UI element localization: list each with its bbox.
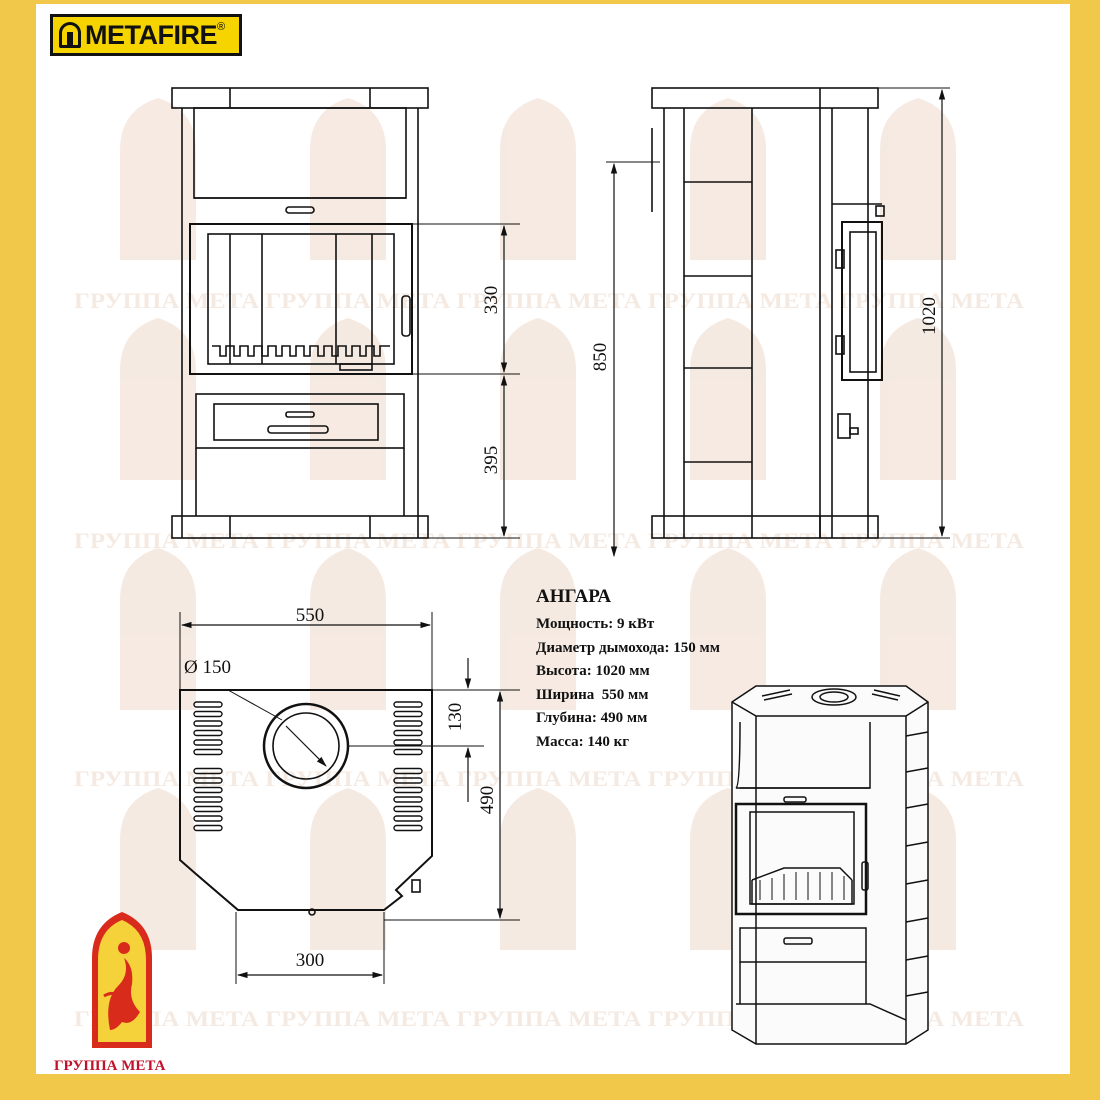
vent-slot <box>193 824 223 832</box>
vent-slot <box>393 720 423 727</box>
dim-front-width: 300 <box>296 950 325 971</box>
vent-slot <box>193 729 223 737</box>
vent-slot <box>193 739 223 746</box>
vent-slot <box>393 748 423 756</box>
watermark-arch <box>690 318 766 480</box>
watermark-arch <box>120 98 196 260</box>
dim-base-height: 395 <box>481 446 502 475</box>
watermark-arch <box>690 548 766 710</box>
watermark-arch <box>120 548 196 710</box>
watermark-text: ГРУППА МЕТА ГРУППА МЕТА ГРУППА МЕТА ГРУП… <box>74 528 1024 553</box>
vent-slot <box>193 796 223 803</box>
watermark-arch <box>880 98 956 260</box>
vent-slot <box>193 786 223 794</box>
dim-width: 550 <box>296 605 325 626</box>
front-view <box>171 87 520 539</box>
metafire-logo: METAFIRE ® <box>50 14 242 56</box>
watermark-arch <box>310 318 386 480</box>
stove-3d-view <box>731 685 929 1045</box>
vent-slot <box>193 805 223 813</box>
vent-slot <box>393 824 423 832</box>
spec-flue-diameter: Диаметр дымохода: 150 мм <box>536 639 720 656</box>
vent-slot <box>193 777 223 784</box>
top-view <box>179 612 520 984</box>
vent-slot <box>393 796 423 803</box>
vent-slot <box>193 701 223 708</box>
vent-slot <box>193 710 223 718</box>
dim-850: 850 <box>590 343 611 372</box>
vent-slot <box>393 701 423 708</box>
dim-firebox-height: 330 <box>481 286 502 315</box>
dim-depth: 490 <box>477 786 498 815</box>
watermark-arch <box>880 548 956 710</box>
spec-depth: Глубина: 490 мм <box>536 710 648 726</box>
dim-flue-diameter: Ø 150 <box>184 657 231 678</box>
spec-mass: Масса: 140 кг <box>536 733 630 750</box>
dim-total-height: 1020 <box>919 297 940 335</box>
vent-slot <box>193 720 223 727</box>
watermark-arch <box>120 318 196 480</box>
vent-slot <box>193 748 223 756</box>
vent-slot <box>193 767 223 775</box>
side-view <box>606 87 950 558</box>
logo-text: METAFIRE <box>85 19 218 50</box>
watermark-arch <box>310 788 386 950</box>
watermark-arch <box>500 548 576 710</box>
watermark-arch <box>120 788 196 950</box>
watermark-arch <box>500 318 576 480</box>
vent-slot <box>393 710 423 718</box>
watermark-text: ГРУППА МЕТА ГРУППА МЕТА ГРУППА МЕТА ГРУП… <box>74 288 1024 313</box>
watermark-arch <box>310 98 386 260</box>
model-name: АНГАРА <box>536 586 612 607</box>
vent-slots <box>193 701 423 832</box>
metafire-mark-icon <box>59 22 81 48</box>
dim-flue-offset: 130 <box>445 703 466 732</box>
spec-width: Ширина 550 мм <box>536 686 649 703</box>
vent-slot <box>393 777 423 784</box>
vent-slot <box>393 739 423 746</box>
group-meta-emblem <box>92 912 152 1048</box>
vent-slot <box>193 815 223 822</box>
company-name: ГРУППА МЕТА <box>54 1058 166 1074</box>
vent-slot <box>393 815 423 822</box>
spec-height: Высота: 1020 мм <box>536 663 650 679</box>
spec-power: Мощность: 9 кВт <box>536 616 655 632</box>
registered-mark: ® <box>217 21 226 33</box>
watermark-arch <box>880 318 956 480</box>
vent-slot <box>393 729 423 737</box>
watermark-arch <box>310 548 386 710</box>
watermark-arch <box>690 98 766 260</box>
watermark-layer: ГРУППА МЕТА ГРУППА МЕТА ГРУППА МЕТА ГРУП… <box>74 98 1024 1031</box>
vent-slot <box>393 767 423 775</box>
watermark-arch <box>500 98 576 260</box>
vent-slot <box>393 805 423 813</box>
watermark-arch <box>500 788 576 950</box>
spec-block: АНГАРА Мощность: 9 кВт Диаметр дымохода:… <box>536 586 720 754</box>
vent-slot <box>393 786 423 794</box>
